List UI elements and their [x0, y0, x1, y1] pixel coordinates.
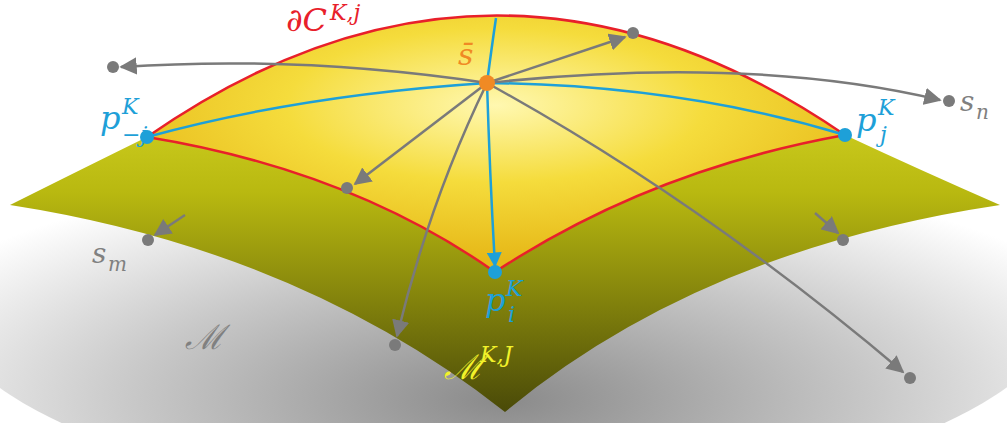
point-script: K	[122, 96, 138, 118]
patch-symbol: ℳ	[444, 350, 483, 384]
patch-script: K,J	[480, 344, 512, 366]
tangent-symbol: s	[960, 88, 974, 116]
point-script: j	[880, 124, 887, 146]
tangent-points	[107, 27, 955, 384]
manifold-symbol: ℳ	[185, 320, 224, 354]
center-symbol: s̄	[458, 40, 473, 70]
tangent-arrows	[121, 37, 940, 372]
point-symbol: p	[100, 102, 120, 134]
geodesic-lines	[147, 18, 845, 266]
boundary-symbol: ∂C	[286, 4, 327, 36]
tangent-script: n	[976, 102, 989, 122]
point-symbol: p	[485, 284, 505, 316]
patch-points	[140, 128, 852, 279]
center-point	[479, 75, 495, 91]
point-script: −j	[122, 124, 147, 146]
point-script: K	[878, 97, 894, 119]
tangent-symbol: s	[92, 240, 106, 268]
manifold-surface	[10, 15, 1000, 412]
point-symbol: p	[856, 104, 876, 136]
tangent-script: m	[108, 254, 127, 274]
patch-region	[147, 15, 845, 272]
patch-boundary	[147, 15, 845, 272]
point-script: i	[508, 304, 515, 326]
point-script: K	[506, 278, 522, 300]
boundary-script: K,j	[330, 2, 360, 24]
